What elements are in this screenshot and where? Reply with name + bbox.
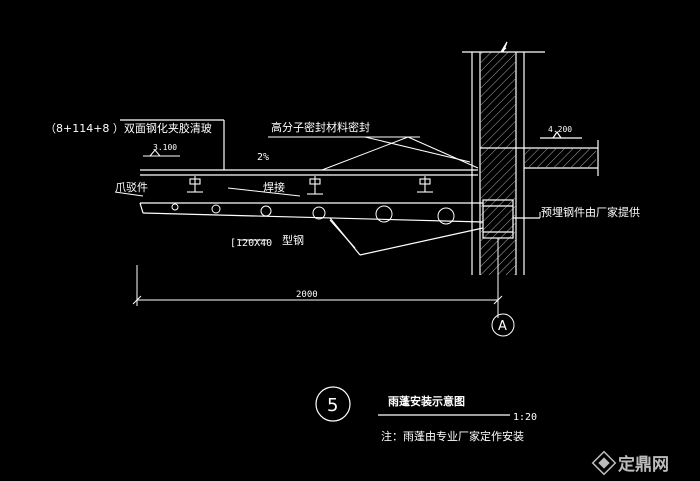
channel-size-value: 120X40 xyxy=(236,238,272,249)
detail-title: 雨蓬安装示意图 xyxy=(388,394,465,408)
steel-beam xyxy=(139,202,484,256)
elevation-left-label: 3.100 xyxy=(153,143,177,152)
dimension-line xyxy=(132,238,503,312)
glass-spec-label: （8+114+8 ）双面钢化夹胶清玻 xyxy=(45,121,212,135)
floor-slab xyxy=(480,130,599,176)
fitting-label: 爪驳件 xyxy=(115,181,148,194)
detail-symbol xyxy=(315,386,510,422)
beam-holes xyxy=(171,203,455,225)
elevation-markers xyxy=(143,149,180,157)
sealant-leader xyxy=(268,136,479,171)
watermark-brand: 定鼎网 xyxy=(618,454,669,475)
spider-fittings xyxy=(187,176,433,195)
axis-label: A xyxy=(498,319,507,334)
dimension-value: 2000 xyxy=(296,290,318,300)
slope-label: 2% xyxy=(257,152,269,163)
note-text: 注：雨蓬由专业厂家定作安装 xyxy=(381,429,524,443)
detail-number: 5 xyxy=(327,395,338,416)
embedded-part-label: 预埋钢件由厂家提供 xyxy=(541,205,640,219)
sealant-label: 高分子密封材料密封 xyxy=(271,120,370,134)
watermark-logo-icon xyxy=(591,450,617,476)
scale-label: 1:20 xyxy=(513,412,537,423)
weld-label: 焊接 xyxy=(263,180,285,194)
glass-panel xyxy=(120,119,478,176)
channel-size-label: [120X40 xyxy=(230,238,272,249)
watermark: 定鼎网 xyxy=(591,450,669,476)
axis-bubble xyxy=(491,312,515,337)
leaders xyxy=(114,187,541,241)
steel-type-label: 型钢 xyxy=(282,233,304,247)
elevation-right-label: 4.200 xyxy=(548,125,572,134)
